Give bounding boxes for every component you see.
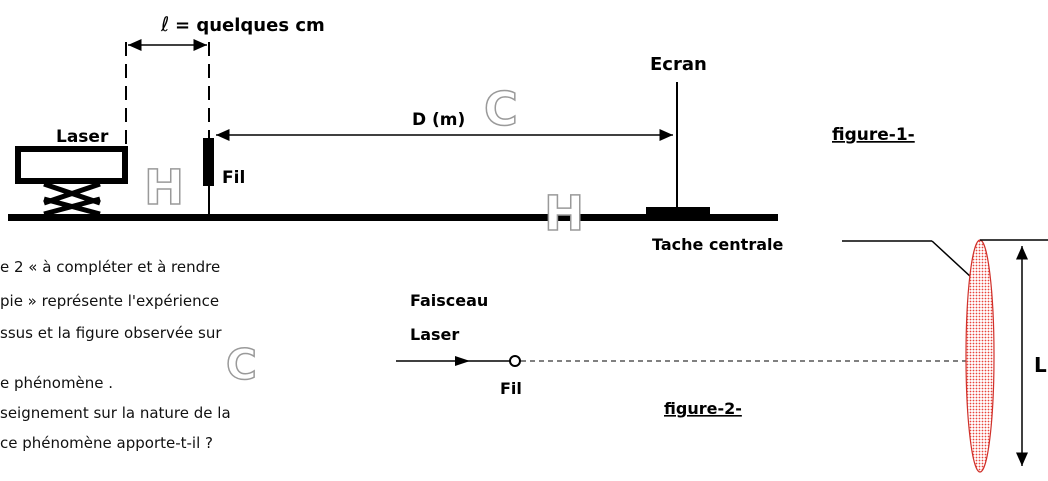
central-spot xyxy=(965,239,995,473)
beam-arrowhead xyxy=(455,356,470,366)
wire-point xyxy=(509,355,521,367)
central-spot-label: Tache centrale xyxy=(652,235,783,254)
body-text-line-2: pie » représente l'expérience xyxy=(0,292,220,310)
watermark-h-left: H xyxy=(143,160,185,216)
watermark-h-mid: H xyxy=(543,186,585,242)
screen-label: Ecran xyxy=(650,54,707,75)
beam-label-line1: Faisceau xyxy=(410,291,488,310)
laser-body xyxy=(15,146,128,184)
watermark-c-top: C xyxy=(483,82,518,136)
fil-label-fig1: Fil xyxy=(222,168,245,188)
figure2-caption: figure-2- xyxy=(664,399,742,418)
body-text-line-6: ce phénomène apporte-t-il ? xyxy=(0,434,213,452)
wire-holder xyxy=(203,138,214,186)
optical-bench xyxy=(8,214,778,221)
body-text-line-5: seignement sur la nature de la xyxy=(0,404,231,422)
beam-label-line2: Laser xyxy=(410,325,459,344)
figure1-caption: figure-1- xyxy=(832,125,915,145)
body-text-line-4: e phénomène . xyxy=(0,374,114,392)
body-text-line-1: e 2 « à compléter et à rendre xyxy=(0,258,221,276)
fil-label-fig2: Fil xyxy=(500,379,522,398)
ell-symbol: ℓ xyxy=(160,12,169,36)
distance-label: D (m) xyxy=(412,110,465,130)
watermark-c-bottom: C xyxy=(225,340,257,389)
width-label: L xyxy=(1034,353,1047,377)
laser-label: Laser xyxy=(56,127,109,147)
laser-scissor-stand xyxy=(43,181,101,217)
screen-base xyxy=(646,207,710,216)
body-text-line-3: ssus et la figure observée sur xyxy=(0,324,222,342)
ell-label: = quelques cm xyxy=(175,15,325,36)
